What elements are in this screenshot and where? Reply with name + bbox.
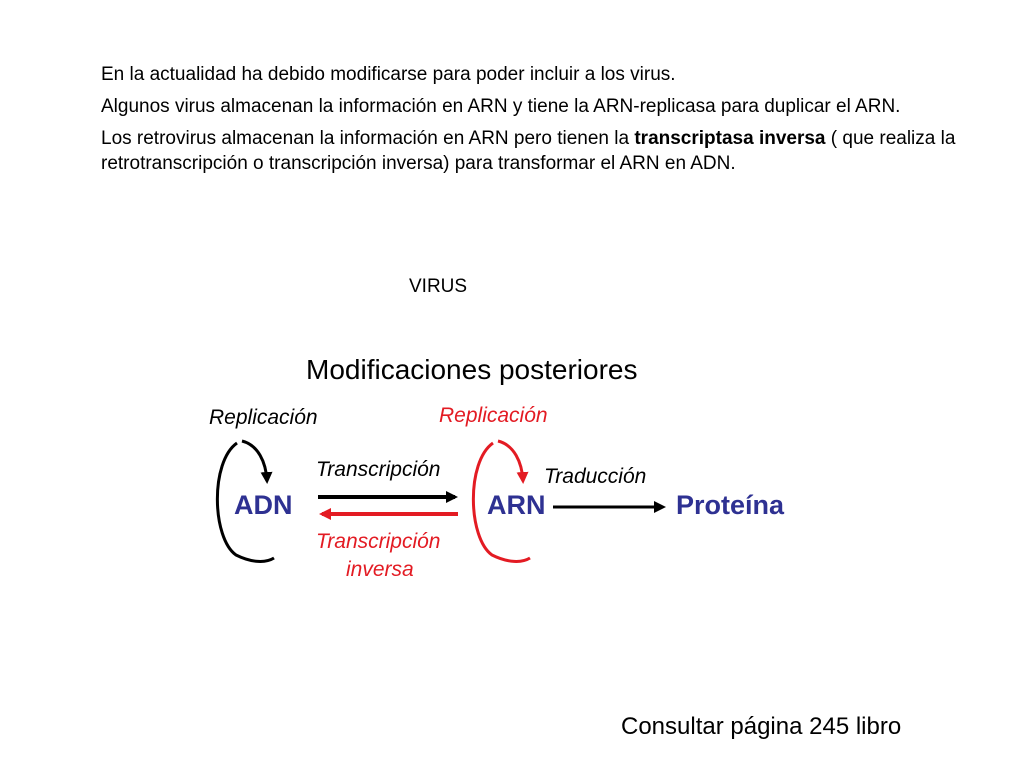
- paragraph-1: En la actualidad ha debido modificarse p…: [101, 64, 676, 85]
- label-reverse-transcription: Transcripción: [316, 530, 441, 553]
- label-replication-rna: Replicación: [439, 404, 548, 427]
- dna-replication-arrow: [241, 439, 273, 484]
- footer-reference: Consultar página 245 libro: [621, 713, 902, 740]
- paragraph-3: Los retrovirus almacenan la información …: [101, 126, 981, 176]
- paragraph-3-end: ( que realiza la retrotranscripción o tr…: [101, 128, 956, 174]
- label-reverse-inversa: inversa: [346, 558, 414, 581]
- label-replication-dna: Replicación: [209, 406, 318, 429]
- label-translation: Traducción: [544, 465, 647, 488]
- diagram-title: Modificaciones posteriores: [306, 354, 638, 385]
- dna-replication-loop: [215, 441, 275, 563]
- node-proteina: Proteína: [676, 490, 785, 520]
- virus-label: VIRUS: [409, 276, 468, 297]
- label-transcription: Transcripción: [316, 458, 441, 481]
- paragraph-3-bold: transcriptasa inversa: [634, 128, 826, 149]
- paragraph-3-start: Los retrovirus almacenan la información …: [101, 128, 635, 149]
- rna-replication-loop: [471, 441, 531, 563]
- node-adn: ADN: [234, 490, 293, 520]
- paragraph-2: Algunos virus almacenan la información e…: [101, 96, 901, 117]
- explanation-text: En la actualidad ha debido modificarse p…: [101, 62, 981, 183]
- node-arn: ARN: [487, 490, 546, 520]
- rna-replication-arrow: [497, 439, 529, 484]
